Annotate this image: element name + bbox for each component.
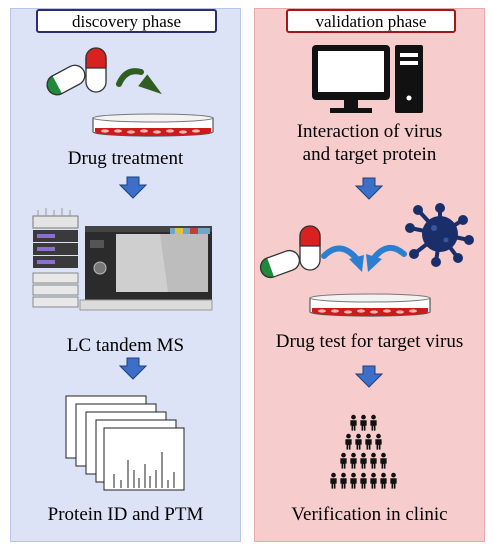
spectra-stack-icon bbox=[65, 395, 185, 491]
verification-clinic-label: Verification in clinic bbox=[291, 504, 448, 525]
validation-phase-title: validation phase bbox=[286, 9, 456, 33]
virus-icon bbox=[405, 203, 474, 267]
discovery-phase-title: discovery phase bbox=[36, 9, 217, 33]
curved-arrow-icon bbox=[116, 68, 162, 95]
virus-interaction-label-line1: Interaction of virus bbox=[296, 121, 443, 142]
petri-dish-icon bbox=[92, 113, 214, 137]
capsule-icon bbox=[259, 225, 321, 279]
down-arrow-icon bbox=[354, 177, 384, 200]
capsule-icon bbox=[46, 47, 107, 96]
drug-treatment-label: Drug treatment bbox=[67, 148, 184, 169]
petri-dish-icon bbox=[309, 293, 431, 317]
computer-icon bbox=[312, 45, 423, 113]
down-arrow-icon bbox=[118, 176, 148, 199]
people-pyramid-icon bbox=[330, 414, 397, 489]
down-arrow-icon bbox=[118, 357, 148, 380]
lc-tandem-ms-label: LC tandem MS bbox=[66, 335, 185, 356]
protein-id-ptm-label: Protein ID and PTM bbox=[47, 504, 204, 525]
lc-ms-instrument-icon bbox=[32, 208, 213, 311]
down-arrow-icon bbox=[354, 365, 384, 388]
curved-arrow-icon bbox=[321, 245, 364, 272]
virus-interaction-label-line2: and target protein bbox=[302, 144, 437, 165]
drug-test-label: Drug test for target virus bbox=[275, 331, 464, 352]
curved-arrow-icon bbox=[366, 245, 407, 272]
